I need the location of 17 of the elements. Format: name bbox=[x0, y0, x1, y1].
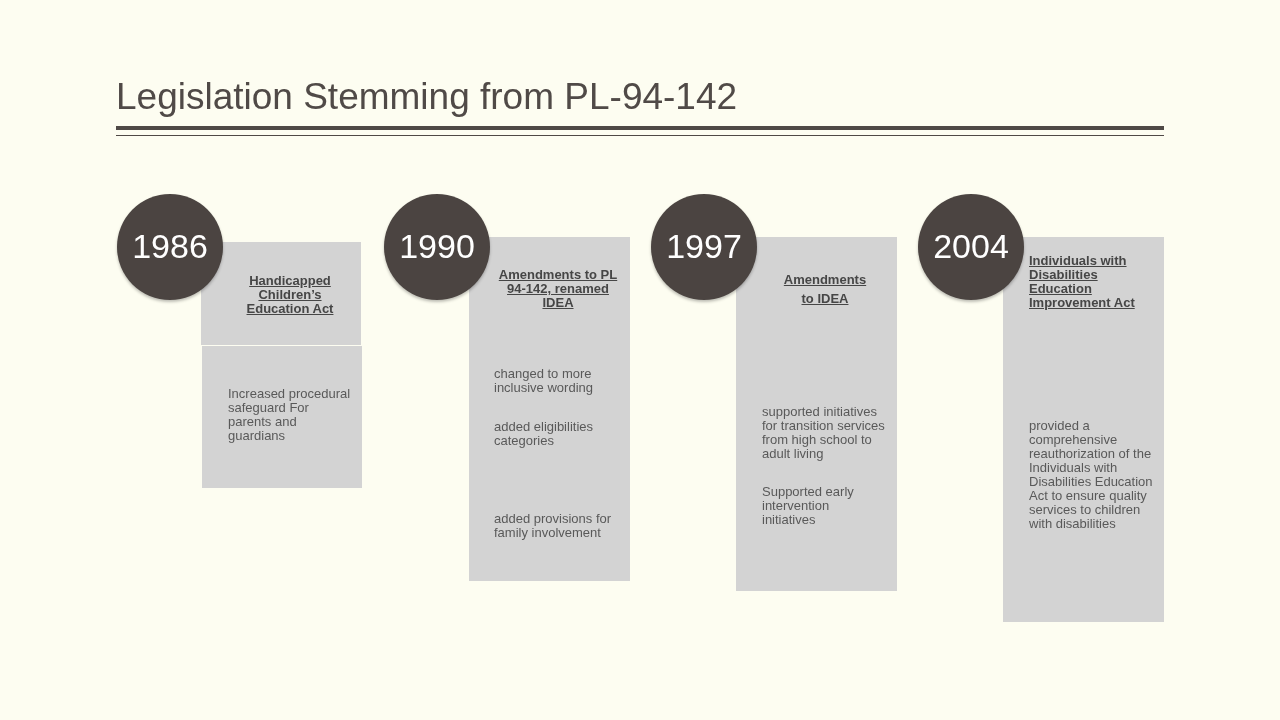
description-text: Increased procedural safeguard For parents and guardians bbox=[228, 387, 352, 443]
act-title: Amendments to PL 94-142, renamed IDEA bbox=[497, 268, 619, 310]
description-text: added eligibilities categories bbox=[494, 420, 594, 448]
year-label: 1997 bbox=[665, 228, 743, 264]
description-text: Supported early intervention initiatives bbox=[762, 485, 855, 527]
description-text: changed to more inclusive wording bbox=[494, 367, 594, 395]
description-text: supported initiatives for transition services from high school to adult living bbox=[762, 405, 886, 461]
description-text: provided a comprehensive reauthorization of the Individuals with Disabilities Education Act to ensure quality services to children with disabilities bbox=[1029, 419, 1154, 531]
year-label: 1990 bbox=[398, 228, 476, 264]
year-label: 2004 bbox=[932, 228, 1010, 264]
act-title: Individuals with Disabilities Education Improvement Act bbox=[1029, 254, 1136, 310]
act-title: Amendments to IDEA bbox=[782, 271, 868, 308]
year-label: 1986 bbox=[131, 228, 209, 264]
slide-title: Legislation Stemming from PL-94-142 bbox=[116, 75, 738, 119]
description-panel bbox=[202, 346, 362, 488]
description-text: added provisions for family involvement bbox=[494, 512, 613, 540]
act-title: Handicapped Children’s Education Act bbox=[245, 274, 335, 316]
